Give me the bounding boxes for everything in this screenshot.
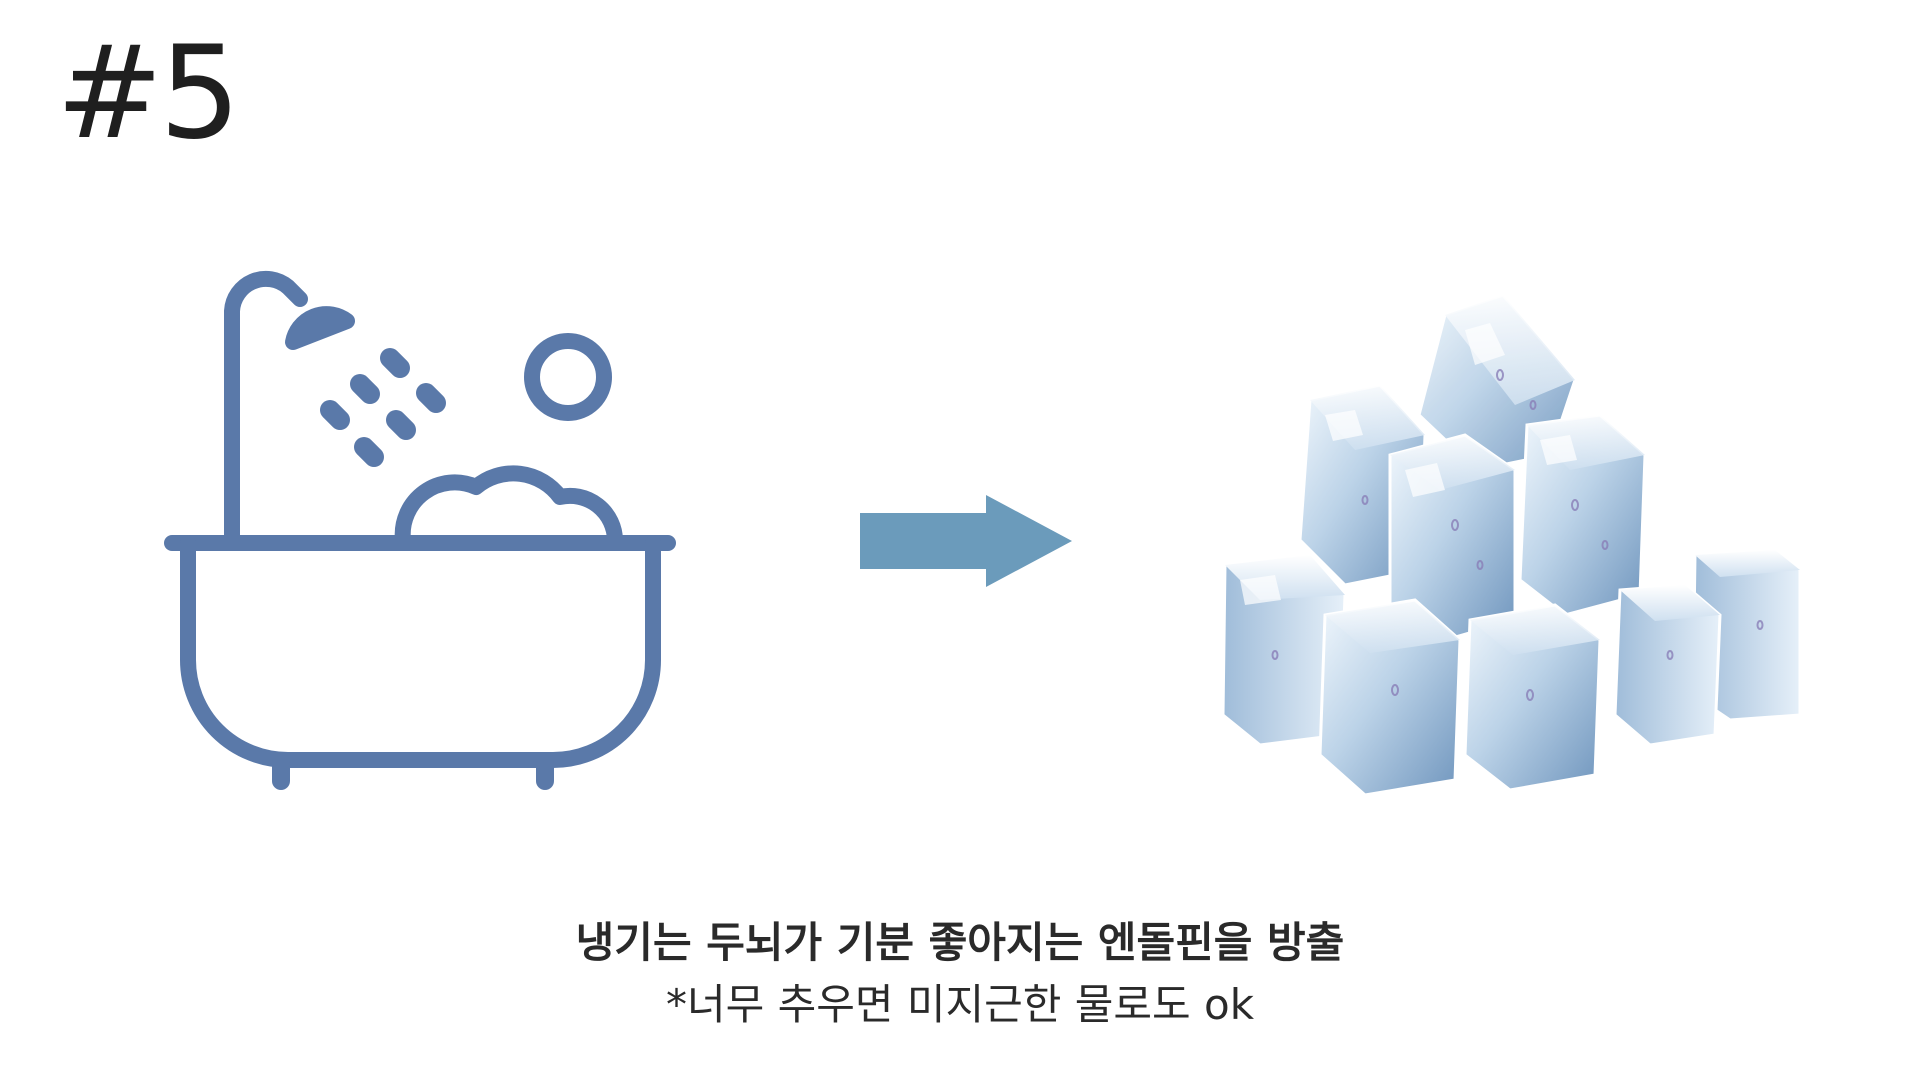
caption-main: 냉기는 두뇌가 기분 좋아지는 엔돌핀을 방출 (575, 918, 1345, 967)
bathtub-shower-icon (164, 270, 676, 790)
caption-sub: *너무 추우면 미지근한 물로도 ok (665, 980, 1255, 1030)
right-arrow-icon (860, 495, 1072, 587)
slide-number: #5 (56, 19, 241, 168)
caption: 냉기는 두뇌가 기분 좋아지는 엔돌핀을 방출 *너무 추우면 미지근한 물로도… (0, 918, 1920, 1031)
ice-cubes-image (1221, 295, 1802, 795)
